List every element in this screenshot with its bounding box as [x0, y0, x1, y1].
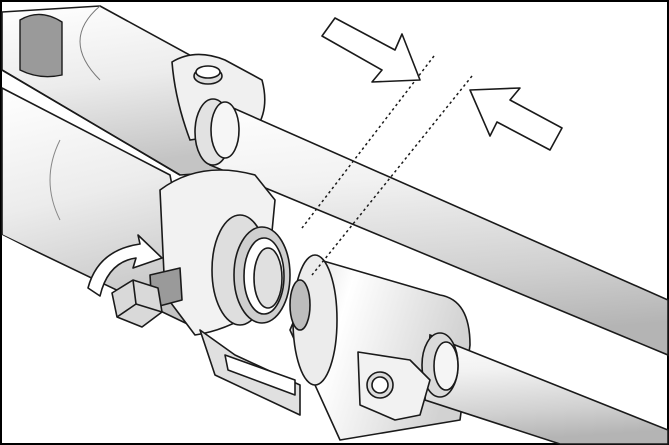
long-rod — [194, 98, 669, 357]
curved-arrow-icon — [87, 234, 163, 297]
arrow-right-icon — [321, 17, 421, 83]
eye-bracket — [357, 351, 431, 421]
bushing-sleeve — [233, 226, 291, 324]
housing-window — [19, 13, 63, 78]
lower-rod — [421, 332, 669, 445]
arrow-left-icon — [469, 87, 563, 151]
alignment-lines — [301, 55, 473, 276]
hex-bolt-icon — [111, 267, 183, 328]
